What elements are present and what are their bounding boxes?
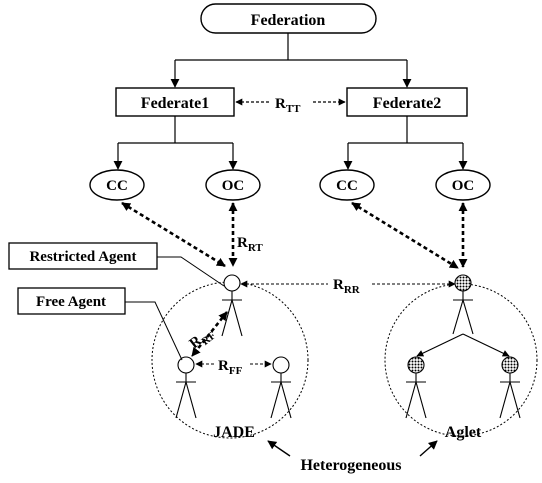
oc-right-label: OC xyxy=(452,178,475,194)
cc-left-label: CC xyxy=(106,178,128,194)
federate2-label: Federate2 xyxy=(373,95,441,112)
relation-tt-label: RTT xyxy=(275,96,301,115)
relation-rt-label: RRT xyxy=(237,235,263,254)
cc-right-label: CC xyxy=(336,178,358,194)
cc-right-node: CC xyxy=(319,169,375,201)
aglet-agent-top xyxy=(452,274,474,335)
restricted-agent-callout: Restricted Agent xyxy=(8,242,225,287)
relation-rf: RRF xyxy=(187,311,229,357)
free-agent-figure-1 xyxy=(175,356,197,419)
federation-tree-lines xyxy=(170,33,412,88)
relation-ff-label: RFF xyxy=(218,358,243,377)
aglet-agent-right xyxy=(499,356,521,419)
relation-tt: RTT xyxy=(235,96,346,115)
restricted-agent-label: Restricted Agent xyxy=(29,249,136,265)
jade-label: JADE xyxy=(213,424,255,441)
federate2-node: Federate2 xyxy=(346,87,468,117)
heterogeneous-annotation: Heterogeneous xyxy=(267,440,438,474)
oc-left-label: OC xyxy=(222,178,245,194)
jade-platform: JADE xyxy=(151,281,309,441)
aglet-agent-left xyxy=(405,356,427,419)
cc-oc-to-agent-arrows xyxy=(121,201,468,270)
free-agent-label: Free Agent xyxy=(36,294,106,310)
aglet-tree-lines xyxy=(416,333,510,357)
free-agent-callout: Free Agent xyxy=(17,287,183,361)
relation-rr: RRR xyxy=(240,277,456,296)
oc-left-node: OC xyxy=(205,169,261,201)
federate2-tree-lines xyxy=(343,116,468,170)
cc-left-node: CC xyxy=(89,169,145,201)
federation-label: Federation xyxy=(251,12,326,29)
free-agent-figure-2 xyxy=(270,356,292,419)
oc-right-node: OC xyxy=(435,169,491,201)
relation-rr-label: RRR xyxy=(333,277,361,296)
relation-ff: RFF xyxy=(195,358,272,377)
federate1-node: Federate1 xyxy=(115,87,235,117)
relation-rf-label: RRF xyxy=(187,324,219,355)
aglet-label: Aglet xyxy=(445,424,482,441)
federate1-tree-lines xyxy=(113,116,238,170)
federate1-label: Federate1 xyxy=(141,95,209,112)
restricted-agent-figure xyxy=(221,274,243,337)
heterogeneous-label: Heterogeneous xyxy=(300,457,401,474)
federation-node: Federation xyxy=(200,3,377,34)
